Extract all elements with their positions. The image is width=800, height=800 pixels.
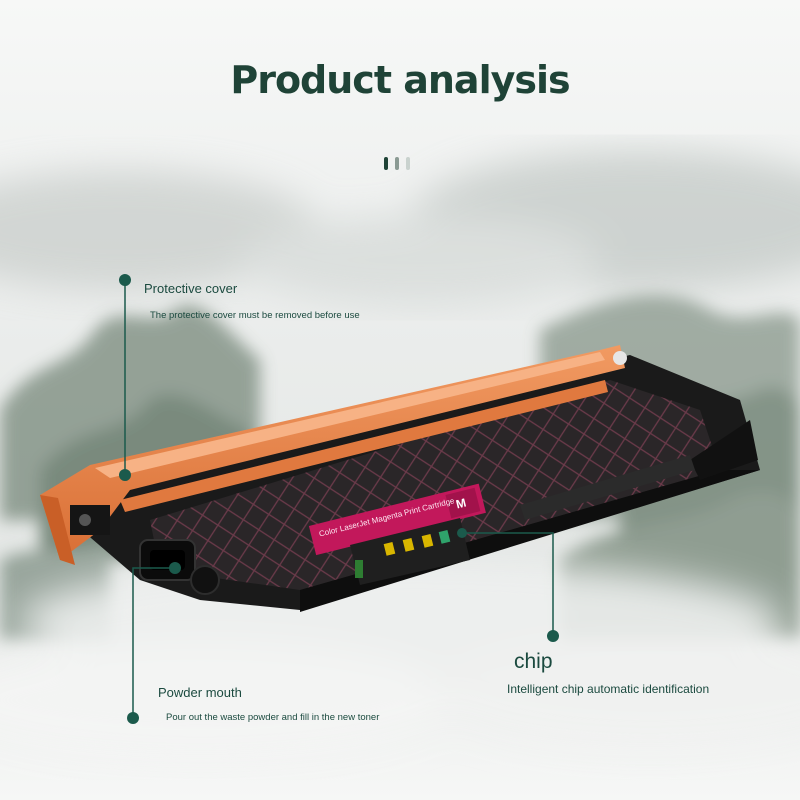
powder-mouth-marker [127, 712, 139, 724]
page-title: Product analysis [230, 58, 570, 102]
chip-marker [547, 630, 559, 642]
indicator-dot [406, 157, 410, 170]
indicator-dot [384, 157, 388, 170]
chip-title: chip [514, 650, 553, 673]
powder-mouth [70, 505, 220, 595]
chip [350, 518, 470, 585]
powder-mouth-anchor [169, 562, 181, 574]
protective-cover-marker [119, 274, 131, 286]
protective-cover-anchor [119, 469, 131, 481]
chip-anchor [457, 528, 467, 538]
protective-cover-desc: The protective cover must be removed bef… [150, 310, 360, 321]
cartridge-body [70, 355, 760, 612]
chip-desc: Intelligent chip automatic identificatio… [507, 682, 710, 696]
indicator-dot [395, 157, 399, 170]
carousel-indicator [384, 157, 410, 170]
powder-mouth-desc: Pour out the waste powder and fill in th… [166, 712, 380, 723]
protective-cover-title: Protective cover [144, 281, 238, 296]
callout-lines [124, 280, 554, 718]
protective-cover [40, 345, 627, 565]
label-badge: M [454, 496, 467, 512]
powder-mouth-title: Powder mouth [158, 685, 242, 700]
